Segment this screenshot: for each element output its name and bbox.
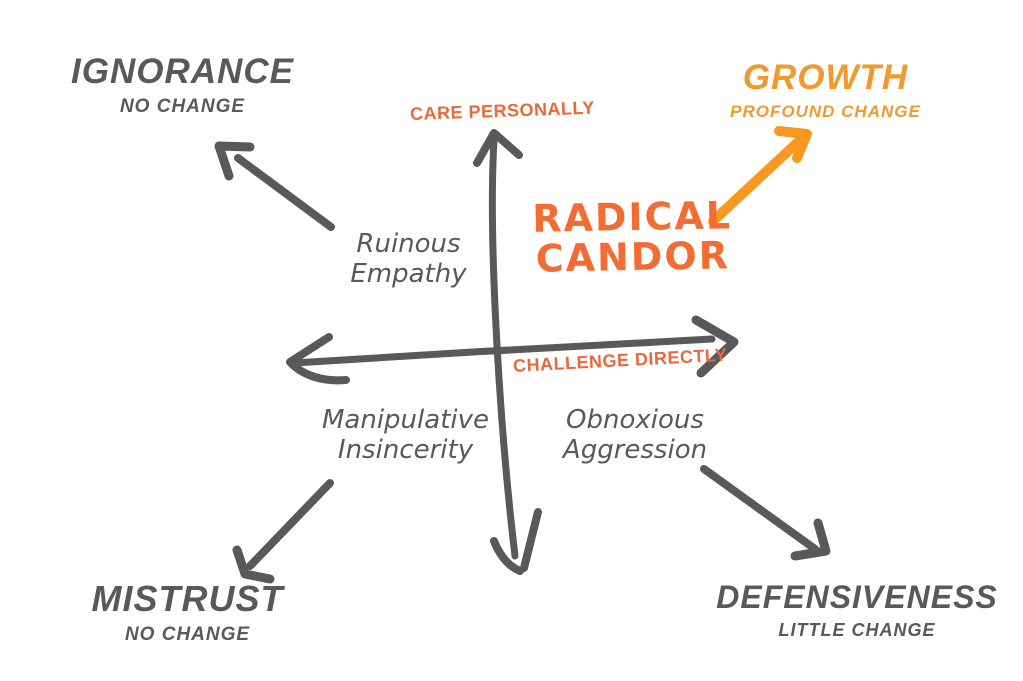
horizontal-axis-right-arrowhead-icon	[691, 315, 739, 378]
quadrant-radical-candor-line2: CANDOR	[535, 233, 731, 281]
outcome-growth: GROWTH PROFOUND CHANGE	[698, 58, 953, 122]
defensiveness-arrowhead-icon	[790, 518, 831, 561]
mistrust-arrow-shaft	[246, 479, 334, 570]
ignorance-arrow-shaft	[234, 154, 335, 231]
outcome-ignorance-title: IGNORANCE	[71, 52, 294, 91]
outcome-mistrust-subtitle: NO CHANGE	[124, 624, 251, 645]
quadrant-obnoxious-aggression-line1: Obnoxious	[566, 405, 704, 435]
quadrant-ruinous-empathy-line1: Ruinous	[356, 229, 461, 259]
horizontal-axis-line	[290, 335, 716, 367]
outcome-defensiveness-title: DEFENSIVENESS	[716, 579, 998, 615]
quadrant-ruinous-empathy: Ruinous Empathy	[326, 229, 491, 290]
quadrant-manipulative-insincerity-line1: Manipulative	[321, 405, 489, 435]
quadrant-manipulative-insincerity-line2: Insincerity	[337, 434, 474, 465]
vertical-axis-up-arrowhead-icon	[473, 129, 523, 167]
outcome-defensiveness-subtitle: LITTLE CHANGE	[778, 620, 936, 640]
outcome-ignorance-subtitle: NO CHANGE	[119, 96, 246, 117]
quadrant-radical-candor: RADICAL CANDOR	[529, 193, 735, 281]
defensiveness-arrow-shaft	[700, 465, 819, 553]
outcome-growth-title: GROWTH	[742, 58, 909, 97]
horizontal-axis-left-arrowhead-icon	[286, 333, 350, 385]
vertical-axis-down-arrowhead-right-icon	[520, 508, 542, 572]
outcome-ignorance: IGNORANCE NO CHANGE	[55, 52, 310, 118]
growth-arrowhead-icon	[774, 126, 812, 163]
ignorance-arrowhead-icon	[214, 141, 255, 181]
quadrant-obnoxious-aggression: Obnoxious Aggression	[536, 405, 734, 466]
growth-arrow-shaft	[708, 136, 804, 226]
outcome-defensiveness: DEFENSIVENESS LITTLE CHANGE	[712, 579, 1002, 641]
quadrant-obnoxious-aggression-line2: Aggression	[562, 434, 708, 465]
outcome-growth-subtitle: PROFOUND CHANGE	[730, 102, 921, 121]
mistrust-arrowhead-icon	[232, 545, 275, 584]
outcome-mistrust-title: MISTRUST	[91, 578, 284, 619]
vertical-axis-line	[488, 137, 519, 560]
quadrant-ruinous-empathy-line2: Empathy	[350, 258, 467, 289]
quadrant-manipulative-insincerity: Manipulative Insincerity	[298, 405, 513, 466]
outcome-mistrust: MISTRUST NO CHANGE	[60, 578, 315, 646]
vertical-axis-down-arrowhead-left-icon	[490, 537, 524, 575]
